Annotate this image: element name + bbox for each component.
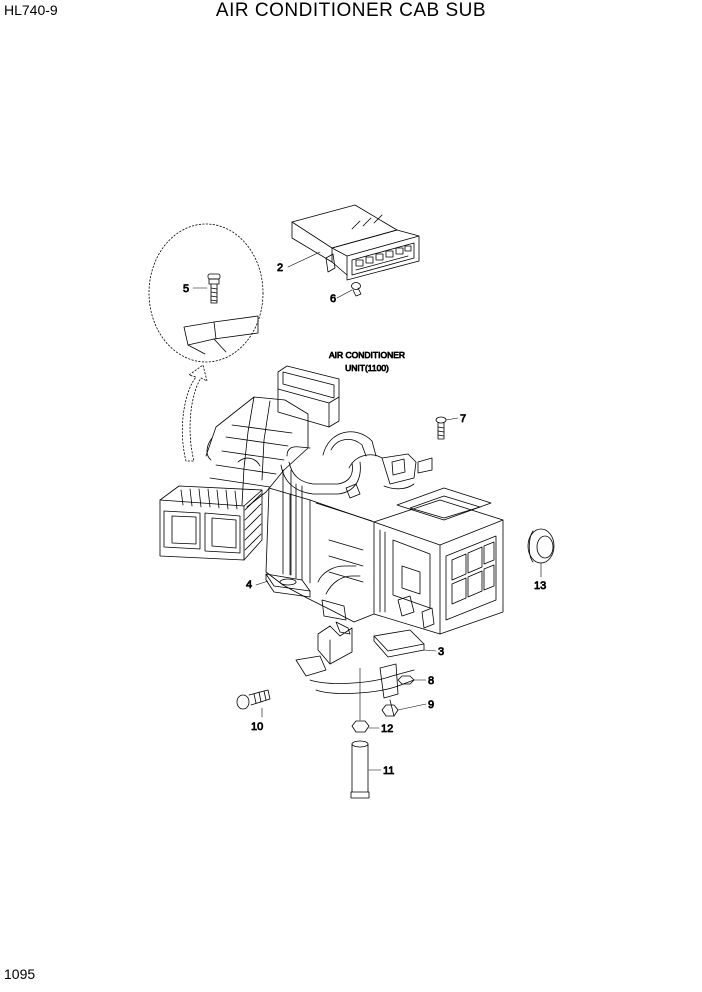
- callout-4: 4: [246, 579, 252, 591]
- nut-12-part: [351, 720, 370, 733]
- unit-label-line-2: UNIT(1100): [345, 363, 389, 373]
- callout-12: 12: [381, 723, 393, 735]
- grommet-13-part: [527, 528, 555, 564]
- air-conditioner-unit: [159, 365, 504, 635]
- callout-5: 5: [183, 283, 189, 295]
- bolt-5-part: [207, 273, 221, 304]
- callout-7: 7: [460, 413, 466, 425]
- screw-7-part: [435, 416, 447, 440]
- callout-11: 11: [383, 765, 394, 777]
- callout-6: 6: [330, 293, 336, 305]
- detail-arrow: [181, 364, 208, 462]
- detail-circle-view: [148, 223, 264, 363]
- callout-3: 3: [438, 646, 444, 658]
- leader-lines: [192, 251, 542, 771]
- callout-2: 2: [277, 262, 283, 274]
- cover-3-part: [373, 629, 425, 658]
- tube-11-part: [350, 740, 370, 799]
- bracket-pipe-assembly: [295, 625, 415, 717]
- bolt-10-part: [236, 689, 271, 710]
- nut-9-part: [381, 704, 399, 717]
- cover-4-part: [265, 573, 311, 598]
- control-panel-part-2: [291, 204, 420, 281]
- callout-13: 13: [534, 580, 546, 592]
- model-code: HL740-9: [4, 2, 58, 18]
- callout-8: 8: [428, 675, 434, 687]
- callout-9: 9: [428, 699, 434, 711]
- page-number: 1095: [4, 966, 36, 982]
- screw-6-part: [351, 282, 362, 297]
- unit-label-line-1: AIR CONDITIONER: [329, 350, 405, 360]
- callout-10: 10: [251, 721, 263, 733]
- page-title: AIR CONDITIONER CAB SUB: [215, 0, 487, 21]
